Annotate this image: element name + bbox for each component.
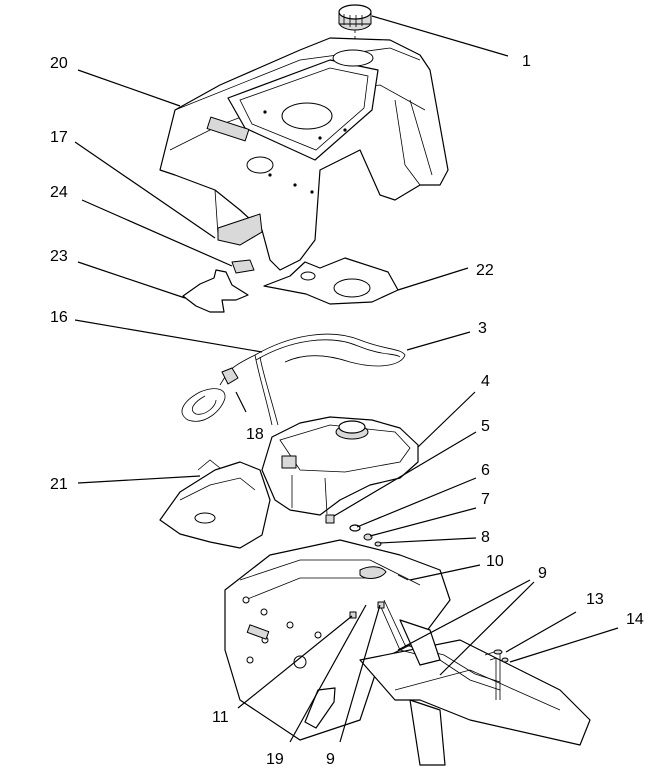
fuel-line bbox=[219, 333, 406, 426]
callout-10: 10 bbox=[486, 553, 504, 570]
callout-11: 11 bbox=[212, 709, 229, 726]
callout-23: 23 bbox=[50, 248, 68, 265]
callout-5: 5 bbox=[481, 418, 490, 435]
tractor-frame bbox=[224, 539, 591, 766]
callout-9-upper: 9 bbox=[538, 565, 547, 582]
tank-bracket bbox=[159, 459, 271, 549]
callout-3: 3 bbox=[478, 320, 487, 337]
callout-4: 4 bbox=[481, 373, 490, 390]
callout-17: 17 bbox=[50, 129, 68, 146]
hood-fender-pan bbox=[159, 37, 449, 271]
fuel-filter bbox=[181, 367, 239, 422]
callout-19: 19 bbox=[266, 751, 284, 768]
callout-24: 24 bbox=[50, 184, 68, 201]
callout-14: 14 bbox=[626, 611, 644, 628]
callout-7: 7 bbox=[481, 491, 490, 508]
callout-1: 1 bbox=[522, 53, 531, 70]
callout-18: 18 bbox=[246, 426, 264, 443]
callout-20: 20 bbox=[50, 55, 68, 72]
right-heat-shield bbox=[263, 257, 399, 305]
fuel-tank bbox=[261, 416, 419, 516]
callout-6: 6 bbox=[481, 462, 490, 479]
callout-21: 21 bbox=[50, 476, 68, 493]
callout-8: 8 bbox=[481, 529, 490, 546]
callout-labels: 1 20 17 24 23 22 16 3 4 18 5 21 6 7 8 10… bbox=[50, 53, 644, 768]
pad-24 bbox=[231, 259, 255, 274]
callout-22: 22 bbox=[476, 262, 494, 279]
leader-lines bbox=[74, 15, 619, 743]
fuel-cap bbox=[338, 4, 372, 52]
callout-13: 13 bbox=[586, 591, 604, 608]
callout-16: 16 bbox=[50, 309, 68, 326]
left-heat-shield bbox=[182, 269, 249, 313]
callout-9-lower: 9 bbox=[326, 751, 335, 768]
